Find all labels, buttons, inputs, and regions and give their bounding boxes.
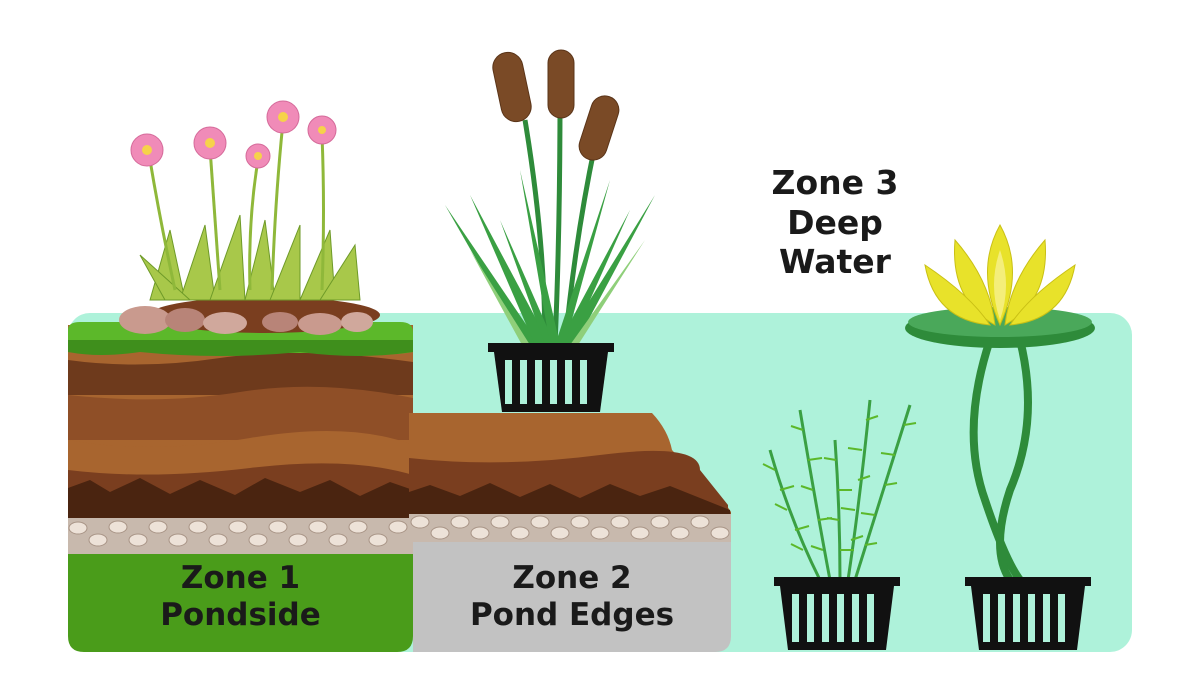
pondside-flowers [130, 100, 361, 301]
zone2-title: Zone 2 [512, 560, 632, 596]
zone3-subtitle-2: Water [779, 242, 891, 282]
zone1-label: Zone 1 Pondside [68, 560, 413, 634]
oxygenator-plant [762, 399, 917, 581]
zone3-label: Zone 3 Deep Water [730, 163, 940, 282]
zone2-label: Zone 2 Pond Edges [413, 560, 731, 634]
zone1-rocks [119, 297, 380, 335]
zone2-soil-block [409, 413, 731, 542]
cattail-plant [445, 49, 655, 346]
zone1-subtitle: Pondside [160, 597, 321, 634]
zone1-label-band [68, 554, 413, 652]
zone3-subtitle-1: Deep [787, 202, 883, 242]
zone1-title: Zone 1 [180, 560, 301, 596]
cattail-basket [488, 343, 614, 412]
oxygenator-basket [774, 577, 900, 650]
zone1-soil-block [68, 322, 413, 555]
zone2-subtitle: Pond Edges [469, 597, 675, 634]
water-lily-basket [965, 577, 1091, 650]
zone1-gravel [68, 518, 413, 554]
zone2-label-band [413, 542, 731, 652]
water-lily-plant [905, 223, 1095, 583]
zone3-title: Zone 3 [771, 163, 899, 202]
